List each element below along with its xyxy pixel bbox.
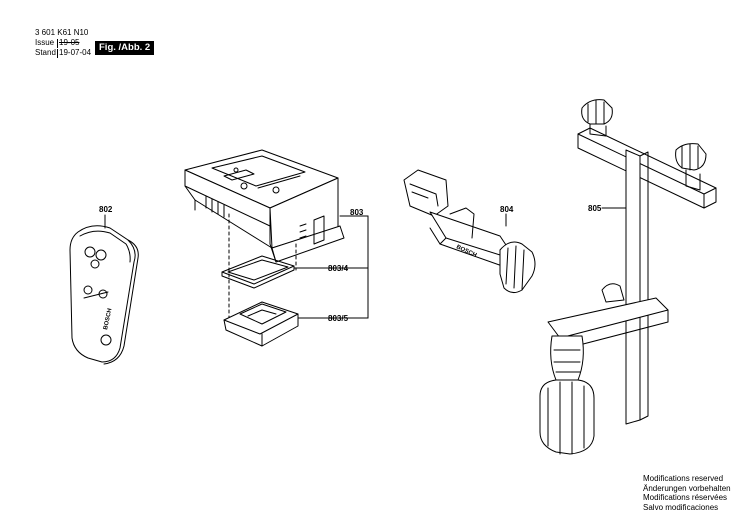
notice-line-en: Modifications reserved [643, 474, 724, 483]
part-802-remote [69, 225, 139, 365]
modifications-notice: Modifications reserved Änderungen vorbeh… [643, 474, 731, 512]
callout-805: 805 [588, 204, 602, 213]
callout-803: 803 [350, 208, 364, 217]
bracket-803 [293, 215, 369, 319]
part-805-stand [539, 99, 717, 455]
part-803-4-gasket [221, 255, 295, 289]
figure-label: Fig. /Abb. 2 [95, 41, 155, 55]
part-803-5-cover [223, 301, 299, 347]
stand-value: 19-07-04 [59, 48, 92, 57]
part-804-holder [403, 169, 536, 294]
issue-label: Issue [35, 38, 55, 47]
notice-line-fr: Modifications réservées [643, 493, 728, 503]
issue-value: 19-05 [59, 38, 80, 47]
callout-803-4: 803/4 [328, 264, 349, 273]
callout-802: 802 [99, 205, 113, 214]
stand-separator [57, 48, 58, 58]
callout-804: 804 [500, 205, 514, 214]
stand-row: Stand 19-07-04 [35, 48, 91, 58]
doc-number: 3 601 K61 N10 [35, 28, 89, 37]
callout-803-5: 803/5 [328, 314, 349, 323]
part-803-receiver [184, 149, 345, 263]
issue-separator [57, 38, 58, 48]
part-802-brand-text: BOSCH [103, 308, 113, 330]
notice-line-de: Änderungen vorbehalten [643, 483, 731, 493]
stand-label: Stand [35, 48, 56, 57]
issue-row: Issue 19-05 [35, 38, 91, 48]
document-header: 3 601 K61 N10 Issue 19-05 Stand 19-07-04 [35, 28, 91, 58]
notice-line-es: Salvo modificaciones [643, 502, 719, 512]
